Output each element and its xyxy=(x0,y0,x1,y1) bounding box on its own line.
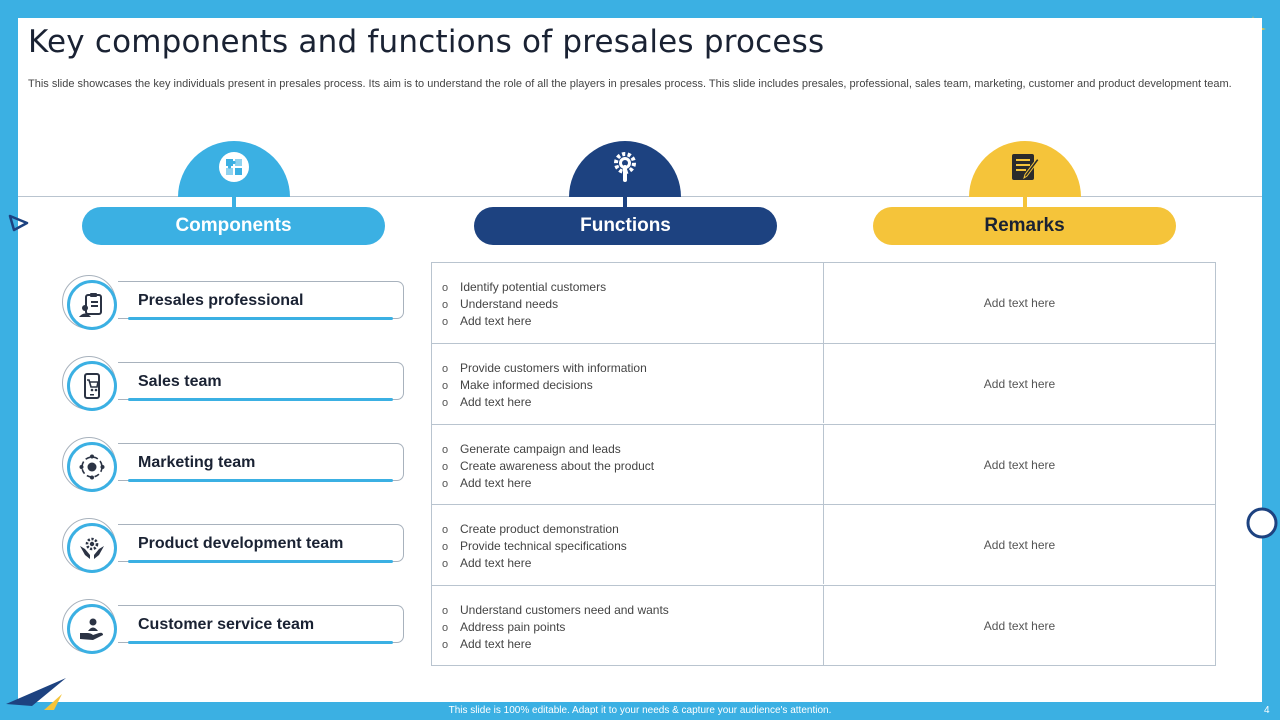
page-title: Key components and functions of presales… xyxy=(28,24,825,60)
circle-ring-icon xyxy=(1246,507,1278,539)
component-label: Sales team xyxy=(138,373,222,390)
component-item: Customer service team xyxy=(62,599,406,654)
component-label: Marketing team xyxy=(138,454,256,471)
remarks-cell: Add text here xyxy=(983,537,1056,552)
hands-gear-icon xyxy=(80,537,104,559)
component-item: Sales team xyxy=(62,356,406,411)
component-label: Product development team xyxy=(138,535,344,552)
components-header: Components xyxy=(82,207,385,245)
wrench-gear-icon xyxy=(614,152,636,182)
functions-header: Functions xyxy=(474,207,777,245)
remarks-cell: Add text here xyxy=(983,618,1056,633)
remarks-header: Remarks xyxy=(873,207,1176,245)
mobile-cart-icon xyxy=(84,373,100,399)
remarks-dome xyxy=(969,141,1081,197)
footer-note: This slide is 100% editable. Adapt it to… xyxy=(448,705,832,716)
remarks-cell: Add text here xyxy=(983,376,1056,391)
puzzle-icon xyxy=(219,152,249,182)
component-item: Presales professional xyxy=(62,275,406,330)
component-item: Marketing team xyxy=(62,437,406,492)
remarks-cell: Add text here xyxy=(983,457,1056,472)
remarks-stem xyxy=(1023,197,1027,207)
clipboard-person-icon xyxy=(79,293,102,317)
components-stem xyxy=(232,197,236,207)
functions-dome xyxy=(569,141,681,197)
slide-description: This slide showcases the key individuals… xyxy=(28,78,1232,90)
component-label: Presales professional xyxy=(138,292,304,309)
components-dome xyxy=(178,141,290,197)
triangle-icon xyxy=(8,214,29,232)
notepad-pen-icon xyxy=(1012,154,1040,180)
paper-plane-icon xyxy=(6,678,66,710)
component-label: Customer service team xyxy=(138,616,315,633)
slide-canvas: Key components and functions of presales… xyxy=(18,18,1262,702)
hand-person-icon xyxy=(80,618,103,640)
component-item: Product development team xyxy=(62,518,406,573)
marketing-cycle-icon xyxy=(79,454,105,480)
remarks-cell: Add text here xyxy=(983,296,1056,310)
page-number: 4 xyxy=(1264,705,1270,716)
functions-stem xyxy=(623,197,627,207)
